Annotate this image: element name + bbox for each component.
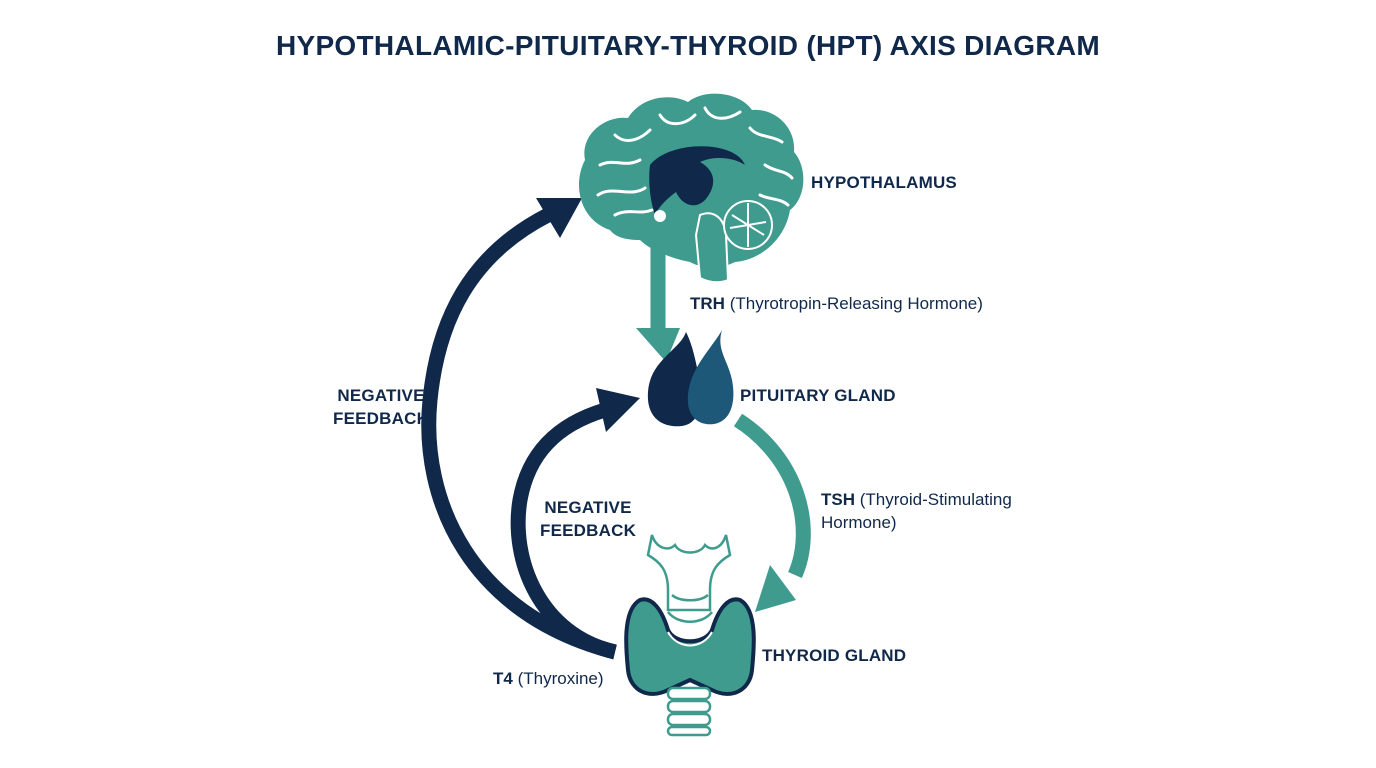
outer-feedback-line1: NEGATIVE (337, 386, 425, 405)
trh-arrow (636, 245, 680, 362)
trh-name: (Thyrotropin-Releasing Hormone) (729, 294, 983, 313)
inner-feedback-arrow (510, 388, 640, 660)
pituitary-icon (647, 330, 734, 427)
outer-feedback-label: NEGATIVE FEEDBACK (333, 384, 429, 430)
tsh-name-line2: Hormone) (821, 513, 897, 532)
larynx-icon (646, 534, 732, 623)
thyroid-icon (624, 597, 756, 696)
trh-label: TRH (Thyrotropin-Releasing Hormone) (690, 292, 983, 315)
diagram-title: HYPOTHALAMIC-PITUITARY-THYROID (HPT) AXI… (275, 30, 1101, 61)
t4-abbr: T4 (493, 669, 513, 688)
trh-abbr: TRH (690, 294, 725, 313)
tsh-arrow (733, 413, 811, 612)
tsh-abbr: TSH (821, 490, 855, 509)
inner-feedback-label: NEGATIVE FEEDBACK (540, 496, 636, 542)
tsh-label: TSH (Thyroid-Stimulating Hormone) (821, 488, 1012, 534)
t4-name: (Thyroxine) (517, 669, 604, 688)
t4-label: T4 (Thyroxine) (493, 667, 604, 690)
trachea-icon (666, 686, 712, 737)
brain-icon (578, 93, 804, 284)
inner-feedback-line2: FEEDBACK (540, 521, 637, 540)
hypothalamus-label: HYPOTHALAMUS (811, 173, 957, 192)
cerebellum-icon (723, 200, 773, 250)
thyroid-label: THYROID GLAND (762, 646, 907, 665)
outer-feedback-arrow (421, 198, 617, 660)
inner-feedback-line1: NEGATIVE (544, 498, 632, 517)
pituitary-label: PITUITARY GLAND (740, 386, 896, 405)
outer-feedback-line2: FEEDBACK (333, 409, 430, 428)
tsh-name-line1: (Thyroid-Stimulating (859, 490, 1012, 509)
